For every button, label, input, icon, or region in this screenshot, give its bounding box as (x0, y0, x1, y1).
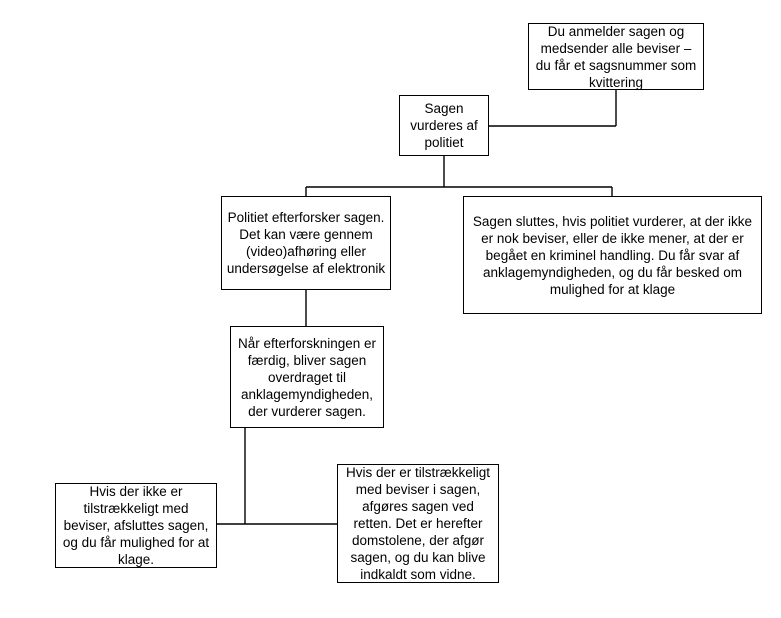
node-report-text: Du anmelder sagen og medsender alle bevi… (535, 23, 697, 90)
node-insufficient-evidence: Hvis der ikke er tilstrækkeligt med bevi… (55, 483, 217, 568)
node-handover-to-prosecution: Når efterforskningen er færdig, bliver s… (230, 326, 384, 428)
node-case-closed-text: Sagen sluttes, hvis politiet vurderer, a… (472, 213, 753, 297)
node-case-closed: Sagen sluttes, hvis politiet vurderer, a… (463, 196, 762, 314)
node-assessed-text: Sagen vurderes af politiet (410, 101, 478, 150)
node-police-investigation: Politiet efterforsker sagen. Det kan vær… (221, 196, 391, 290)
node-report: Du anmelder sagen og medsender alle bevi… (528, 23, 704, 90)
node-insufficient-evidence-text: Hvis der ikke er tilstrækkeligt med bevi… (62, 484, 210, 567)
node-investigation-text: Politiet efterforsker sagen. Det kan vær… (226, 210, 386, 276)
node-handover-text: Når efterforskningen er færdig, bliver s… (237, 335, 377, 419)
node-court-decision: Hvis der er tilstrækkeligt med beviser i… (337, 464, 499, 583)
node-assessed-by-police: Sagen vurderes af politiet (399, 95, 489, 156)
node-court-text: Hvis der er tilstrækkeligt med beviser i… (345, 465, 491, 582)
